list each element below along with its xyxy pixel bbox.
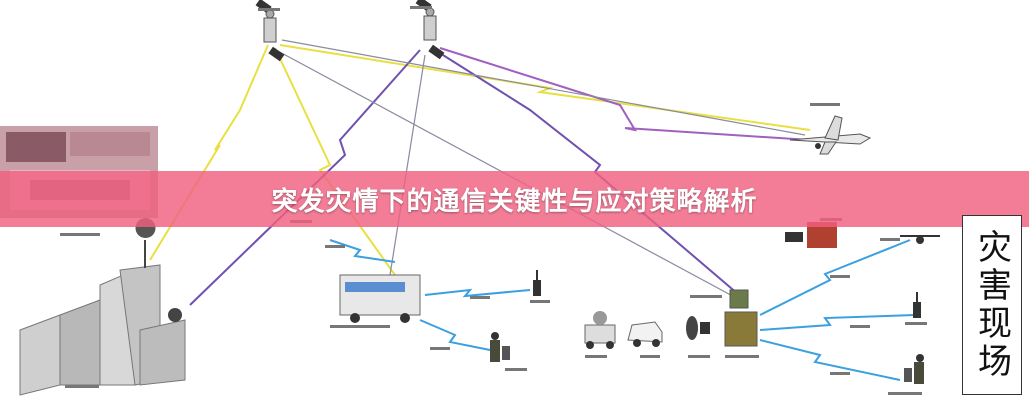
blue-link-site-soldier — [759, 339, 901, 381]
grey-link-sat2-truck — [389, 54, 426, 276]
disaster-site-label: 灾害现场 — [971, 229, 1012, 381]
title-banner: 突发灾情下的通信关键性与应对策略解析 — [0, 171, 1029, 227]
grey-link-sat1-sat2 — [281, 39, 806, 136]
handheld-radio-icon — [533, 270, 541, 296]
yellow-link-sat1-building — [149, 44, 269, 261]
blue-link-site-drone — [759, 239, 911, 316]
satellite-icon — [255, 0, 285, 62]
suv-icon — [627, 321, 663, 347]
blue-link-site-radio — [759, 314, 916, 331]
disaster-site-label-box: 灾害现场 — [962, 215, 1022, 395]
purple-link-sat2-building — [189, 49, 421, 306]
multirotor-drone-icon — [900, 235, 940, 244]
field-station-icon — [724, 289, 758, 347]
field-operator-icon — [904, 354, 924, 384]
purple-link-sat2-drone — [439, 47, 811, 141]
handheld-radio-icon — [913, 292, 921, 318]
banner-title: 突发灾情下的通信关键性与应对策略解析 — [271, 186, 758, 217]
satellite-vehicle-icon — [584, 311, 616, 349]
blue-link-truck-radio — [424, 288, 531, 298]
blue-link-sat-relay — [329, 239, 396, 263]
blue-link-truck-soldier — [419, 319, 491, 351]
portable-dish-icon — [686, 316, 710, 340]
command-truck-icon — [339, 274, 421, 323]
field-operator-icon — [490, 332, 510, 362]
uav-plane-icon — [789, 115, 872, 155]
command-building-icon — [19, 218, 186, 396]
